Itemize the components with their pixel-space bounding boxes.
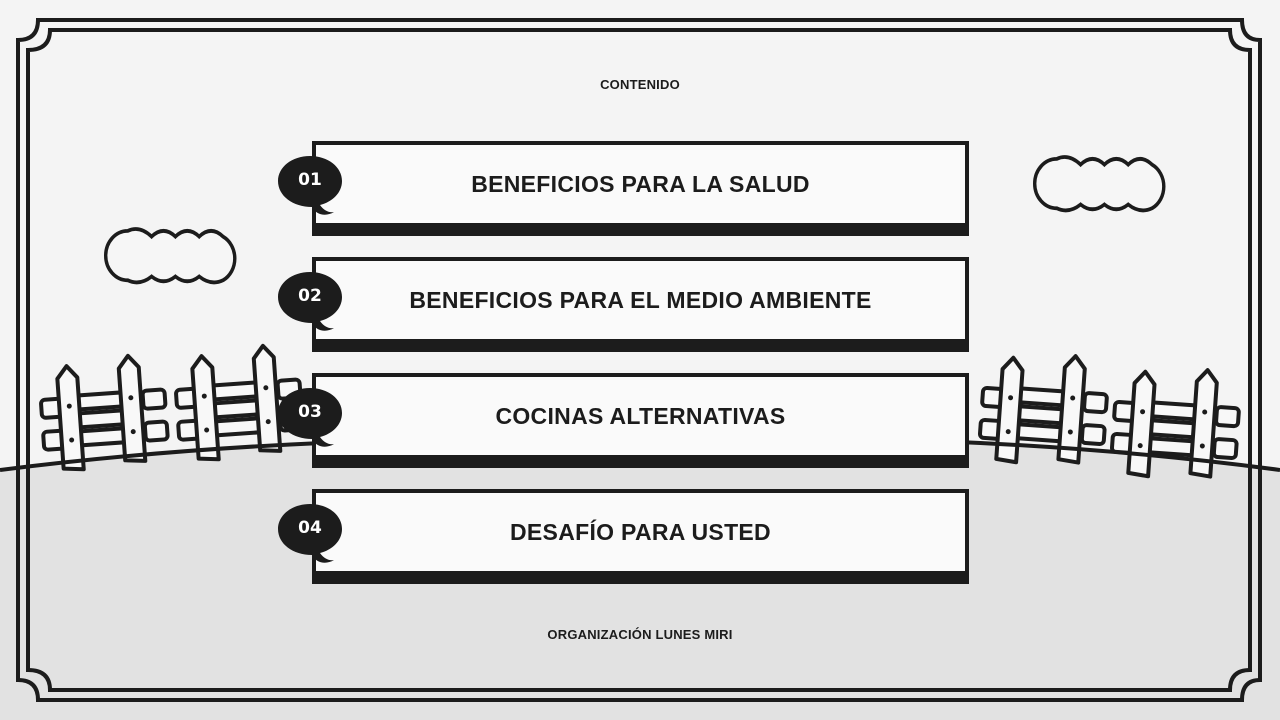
speech-bubble-icon: 01: [278, 155, 344, 217]
slide-footer: ORGANIZACIÓN LUNES MIRI: [547, 627, 733, 642]
item-number: 03: [298, 402, 322, 422]
speech-bubble-icon: 02: [278, 271, 344, 333]
content-item-4[interactable]: DESAFÍO PARA USTED 04: [278, 489, 969, 584]
cloud-icon: [1032, 155, 1166, 213]
slide-title: CONTENIDO: [600, 77, 680, 92]
item-number: 02: [298, 286, 322, 306]
item-label: BENEFICIOS PARA LA SALUD: [471, 170, 810, 197]
item-label: DESAFÍO PARA USTED: [510, 518, 771, 545]
speech-bubble-icon: 04: [278, 503, 344, 565]
card-box: [312, 489, 969, 575]
speech-bubble-icon: 03: [278, 387, 344, 449]
cloud-icon: [103, 227, 237, 285]
card-box: [312, 257, 969, 343]
item-number: 04: [298, 518, 322, 538]
item-number: 01: [298, 170, 322, 190]
content-item-1[interactable]: BENEFICIOS PARA LA SALUD 01: [278, 141, 969, 236]
item-label: COCINAS ALTERNATIVAS: [495, 402, 786, 429]
item-label: BENEFICIOS PARA EL MEDIO AMBIENTE: [409, 286, 872, 313]
card-box: [312, 373, 969, 459]
content-item-2[interactable]: BENEFICIOS PARA EL MEDIO AMBIENTE 02: [278, 257, 969, 352]
content-item-3[interactable]: COCINAS ALTERNATIVAS 03: [278, 373, 969, 468]
card-box: [312, 141, 969, 227]
